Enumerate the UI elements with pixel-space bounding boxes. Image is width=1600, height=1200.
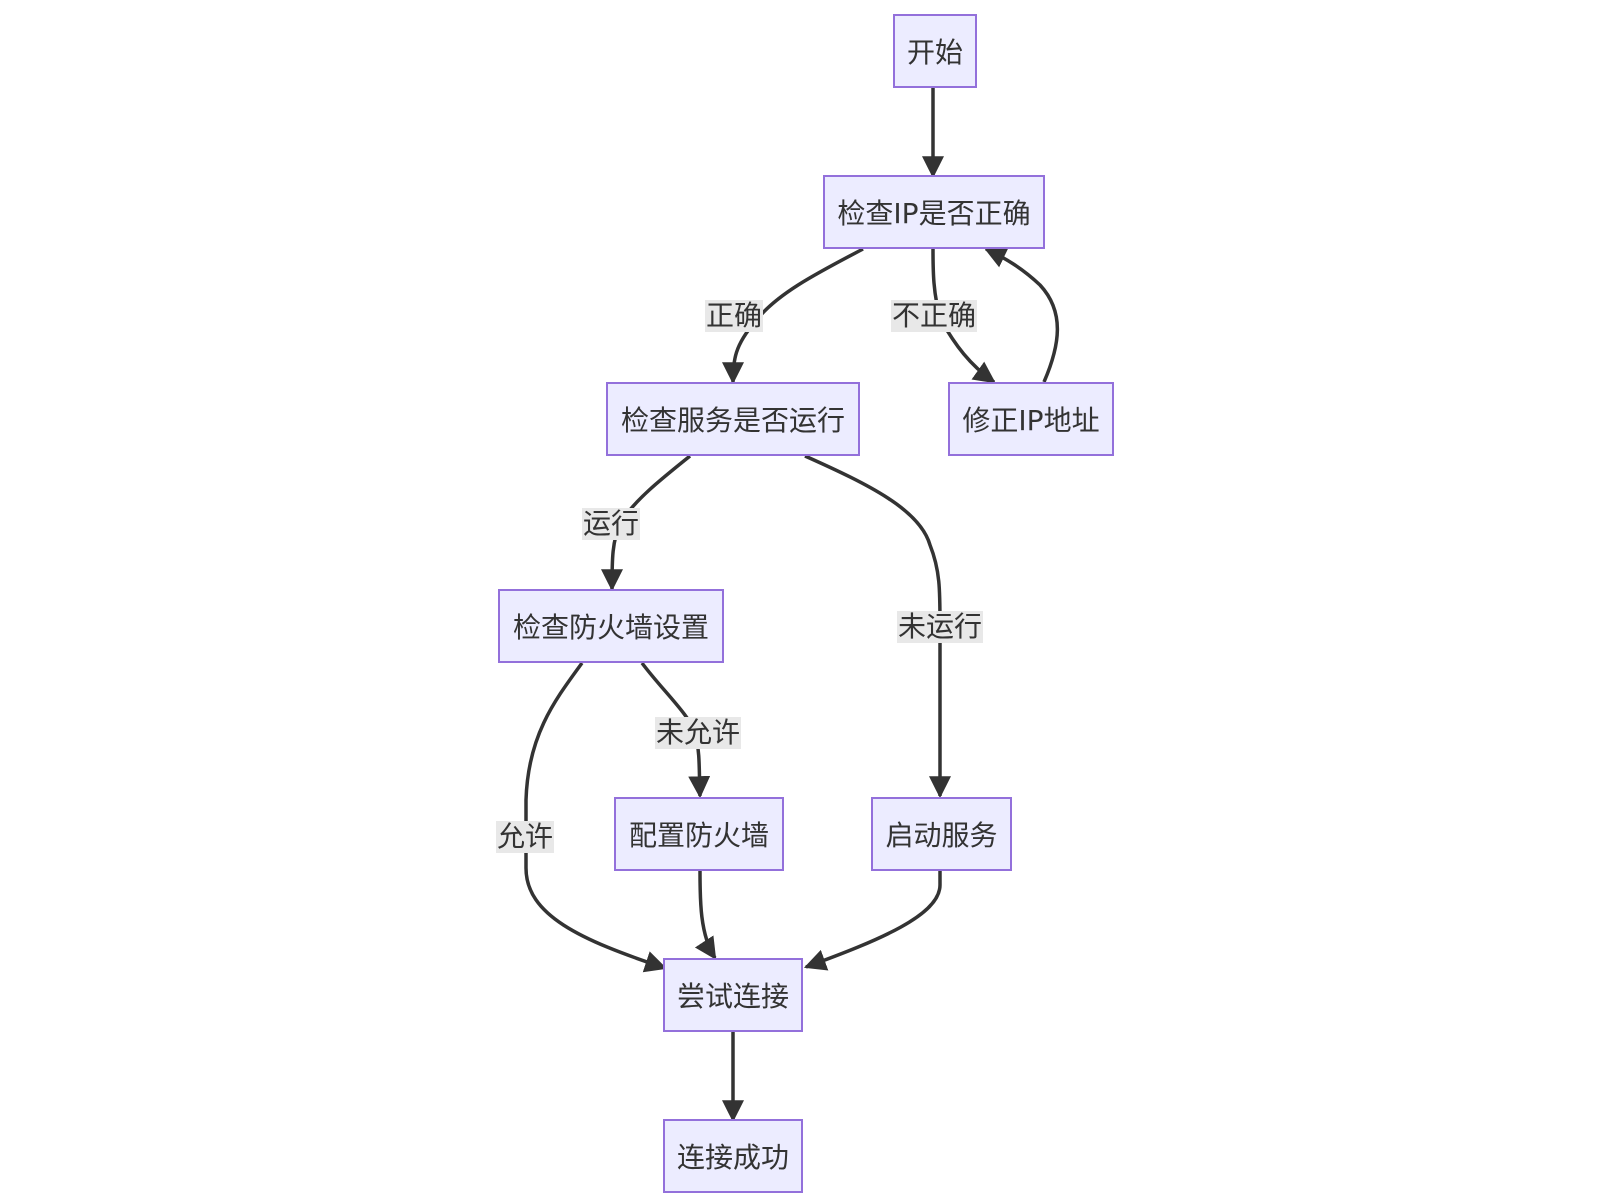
- node-check-ip: 检查IP是否正确: [823, 175, 1045, 249]
- node-check-ip-label: 检查IP是否正确: [837, 197, 1031, 230]
- node-start-service: 启动服务: [871, 797, 1012, 871]
- edge-fix-ip-to-check-ip: [984, 247, 1060, 383]
- node-check-firewall: 检查防火墙设置: [498, 589, 724, 663]
- node-start: 开始: [893, 14, 977, 88]
- node-fix-ip-label: 修正IP地址: [962, 404, 1100, 437]
- node-check-firewall-label: 检查防火墙设置: [512, 611, 709, 644]
- node-start-service-label: 启动服务: [885, 819, 998, 852]
- edge-label-firewall-not-allowed: 未允许: [654, 716, 742, 749]
- node-check-service-label: 检查服务是否运行: [620, 404, 845, 437]
- node-try-connect-label: 尝试连接: [676, 980, 789, 1013]
- edge-label-firewall-allowed: 允许: [495, 820, 555, 853]
- node-fix-ip: 修正IP地址: [948, 382, 1114, 456]
- edge-check-service-to-start-service: [804, 454, 951, 799]
- edge-label-service-running: 运行: [581, 507, 641, 540]
- node-try-connect: 尝试连接: [663, 958, 803, 1032]
- node-check-service: 检查服务是否运行: [606, 382, 860, 456]
- edge-configure-firewall-to-try-connect: [694, 870, 717, 960]
- edge-label-ip-correct: 正确: [704, 299, 764, 332]
- node-connect-success-label: 连接成功: [676, 1141, 789, 1174]
- edge-label-service-not-running: 未运行: [896, 610, 984, 643]
- edge-start-service-to-try-connect: [803, 871, 942, 971]
- node-start-label: 开始: [906, 36, 963, 69]
- node-configure-firewall: 配置防火墙: [614, 797, 784, 871]
- edge-label-ip-incorrect: 不正确: [890, 299, 978, 332]
- edge-check-firewall-to-try-connect: [524, 661, 668, 973]
- node-connect-success: 连接成功: [663, 1119, 803, 1193]
- node-configure-firewall-label: 配置防火墙: [628, 819, 769, 852]
